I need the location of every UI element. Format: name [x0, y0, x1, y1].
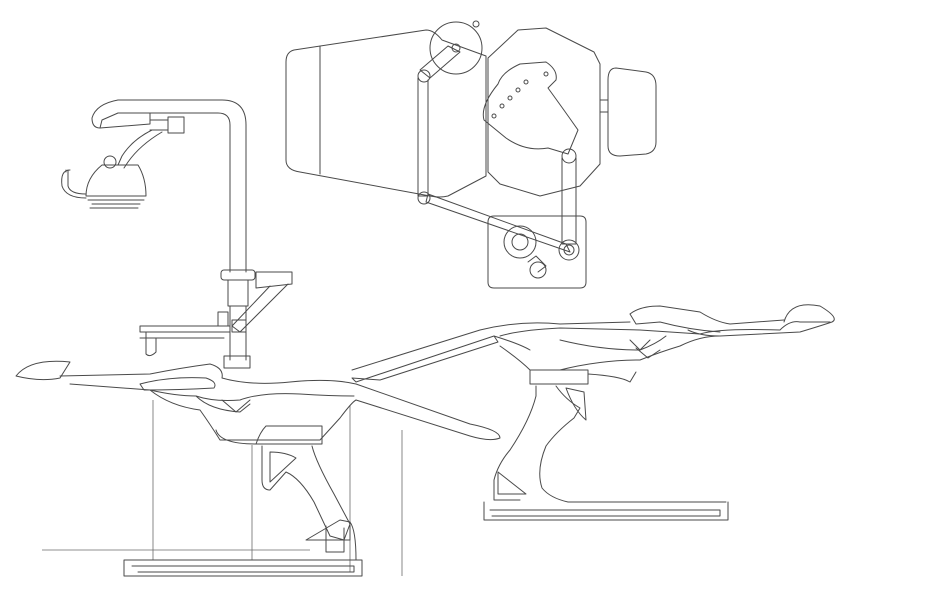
instrument-tray [139, 311, 231, 357]
dental-lamp [61, 99, 293, 369]
construction-lines [42, 400, 403, 576]
dental-chair-right [351, 304, 835, 521]
chair-mechanism-side-view [285, 20, 657, 289]
dental-chair-left [15, 360, 501, 577]
